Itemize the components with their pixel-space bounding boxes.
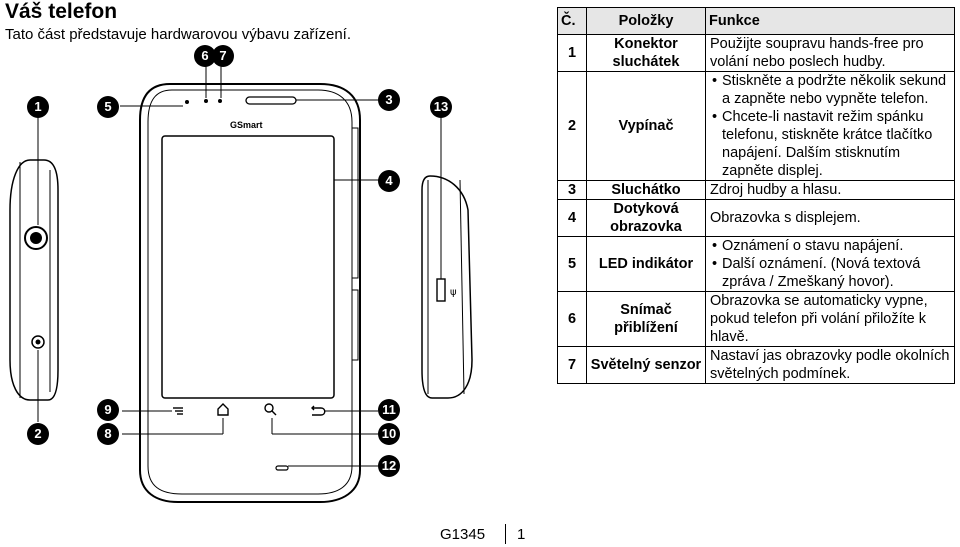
callout-9: 9 (97, 399, 119, 421)
callout-11: 11 (378, 399, 400, 421)
table-row: 1 Konektor sluchátek Použijte soupravu h… (557, 34, 955, 72)
footer-divider (505, 524, 506, 544)
table-header-row: Č. Položky Funkce (557, 7, 955, 35)
row-number: 3 (557, 180, 587, 200)
callout-13: 13 (430, 96, 452, 118)
row-function: Stiskněte a podržte několik sekund a zap… (705, 71, 955, 181)
light-sensor-icon (218, 99, 222, 103)
led-indicator-icon (185, 100, 189, 104)
bullet-item: Stiskněte a podržte několik sekund a zap… (710, 72, 951, 108)
row-number: 5 (557, 236, 587, 292)
table-row: 2 Vypínač Stiskněte a podržte několik se… (557, 71, 955, 181)
document-code: G1345 (440, 526, 486, 543)
row-number: 6 (557, 291, 587, 347)
bullet-item: Další oznámení. (Nová textová zpráva / Z… (710, 255, 951, 291)
table-row: 5 LED indikátor Oznámení o stavu napájen… (557, 236, 955, 292)
bullet-item: Oznámení o stavu napájení. (710, 237, 951, 255)
callout-6: 6 (194, 45, 216, 67)
row-function: Oznámení o stavu napájení. Další oznámen… (705, 236, 955, 292)
row-number: 1 (557, 34, 587, 72)
phone-hardware-figure: GSmart ψ (9, 65, 473, 503)
table-row: 6 Snímač přiblížení Obrazovka se automat… (557, 291, 955, 347)
row-item: Konektor sluchátek (586, 34, 706, 72)
table-row: 3 Sluchátko Zdroj hudby a hlasu. (557, 180, 955, 200)
earpiece-icon (245, 96, 297, 105)
row-item: Snímač přiblížení (586, 291, 706, 347)
column-header-function: Funkce (705, 7, 955, 35)
proximity-sensor-icon (204, 99, 208, 103)
callout-1: 1 (27, 96, 49, 118)
table-row: 4 Dotyková obrazovka Obrazovka s displej… (557, 199, 955, 237)
row-function: Použijte soupravu hands-free pro volání … (705, 34, 955, 72)
phone-front-view: GSmart (120, 65, 380, 503)
callout-3: 3 (378, 89, 400, 111)
page-number: 1 (517, 526, 526, 543)
row-item: LED indikátor (586, 236, 706, 292)
callout-2: 2 (27, 423, 49, 445)
search-key-icon (264, 403, 277, 416)
callout-7: 7 (212, 45, 234, 67)
brand-logo: GSmart (230, 120, 263, 130)
row-number: 4 (557, 199, 587, 237)
row-item: Dotyková obrazovka (586, 199, 706, 237)
row-function: Obrazovka s displejem. (705, 199, 955, 237)
row-function: Obrazovka se automaticky vypne, pokud te… (705, 291, 955, 347)
phone-left-side-view (9, 117, 59, 422)
callout-10: 10 (378, 423, 400, 445)
usb-port-icon (436, 278, 446, 302)
touchscreen (161, 135, 335, 399)
page-subtitle: Tato část představuje hardwarovou výbavu… (5, 26, 352, 43)
column-header-number: Č. (557, 7, 587, 35)
table-row: 7 Světelný senzor Nastaví jas obrazovky … (557, 346, 955, 384)
callout-5: 5 (97, 96, 119, 118)
row-function: Nastaví jas obrazovky podle okolních svě… (705, 346, 955, 384)
row-item: Sluchátko (586, 180, 706, 200)
notification-led-icon (275, 465, 289, 471)
usb-symbol-icon: ψ (450, 287, 457, 298)
row-item: Světelný senzor (586, 346, 706, 384)
hardware-table: Č. Položky Funkce 1 Konektor sluchátek P… (557, 7, 955, 384)
bullet-item: Chcete-li nastavit režim spánku telefonu… (710, 108, 951, 180)
callout-4: 4 (378, 170, 400, 192)
home-key-icon (217, 403, 229, 416)
row-item: Vypínač (586, 71, 706, 181)
phone-right-side-view: ψ (421, 117, 473, 399)
row-number: 2 (557, 71, 587, 181)
callout-8: 8 (97, 423, 119, 445)
page-title: Váš telefon (5, 0, 118, 23)
column-header-items: Položky (586, 7, 706, 35)
callout-12: 12 (378, 455, 400, 477)
menu-key-icon (173, 407, 183, 415)
row-function: Zdroj hudby a hlasu. (705, 180, 955, 200)
row-number: 7 (557, 346, 587, 384)
